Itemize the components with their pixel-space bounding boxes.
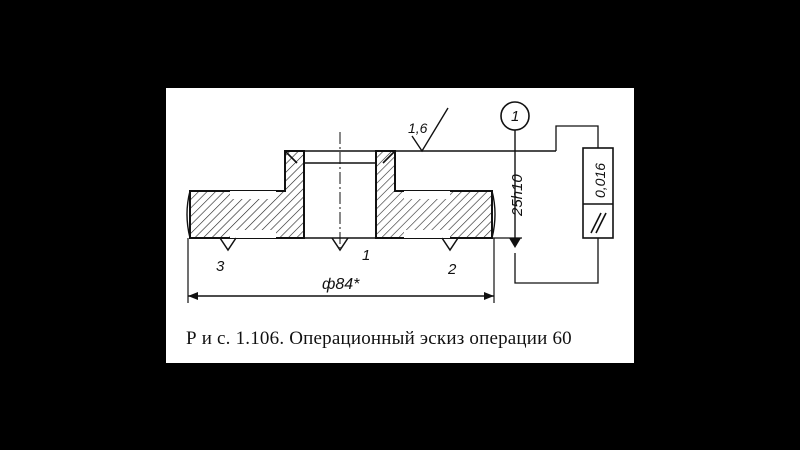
datum-circle-label: 1 bbox=[511, 108, 519, 125]
height-dim-arrow bbox=[509, 238, 521, 248]
tolerance-arrow-path bbox=[555, 125, 599, 151]
support-label-1: 1 bbox=[362, 247, 370, 264]
parallelism-icon bbox=[590, 212, 607, 234]
support-label-2: 2 bbox=[447, 261, 457, 278]
outer-end-left bbox=[186, 190, 191, 239]
support-symbol-3 bbox=[219, 237, 237, 252]
tolerance-leader bbox=[514, 236, 599, 284]
diameter-arrow-right bbox=[484, 292, 494, 300]
datum-circle bbox=[500, 101, 530, 131]
diameter-arrow-left bbox=[188, 292, 198, 300]
groove bbox=[230, 230, 276, 238]
groove bbox=[404, 191, 450, 199]
support-symbol-2 bbox=[441, 237, 459, 252]
hub-chamfer bbox=[284, 150, 396, 164]
height-dim-label: 25h10 bbox=[509, 174, 526, 217]
figure-caption: Р и с. 1.106. Операционный эскиз операци… bbox=[186, 328, 572, 349]
figure-slide: 25h10 1 1,6 0,016 3 1 2 ф84* Р и с. 1.10… bbox=[166, 88, 634, 363]
tolerance-value: 0,016 bbox=[592, 163, 608, 198]
support-symbol-1 bbox=[331, 237, 349, 252]
diameter-dim-label: ф84* bbox=[322, 276, 360, 293]
roughness-mark: 1,6 bbox=[408, 120, 428, 136]
support-label-3: 3 bbox=[216, 258, 225, 275]
outer-end-right bbox=[491, 190, 496, 239]
roughness-sign bbox=[411, 107, 449, 153]
groove bbox=[230, 191, 276, 199]
technical-drawing: 25h10 1 1,6 0,016 3 1 2 ф84* bbox=[186, 101, 614, 303]
tolerance-frame bbox=[582, 147, 614, 239]
groove bbox=[404, 230, 450, 238]
